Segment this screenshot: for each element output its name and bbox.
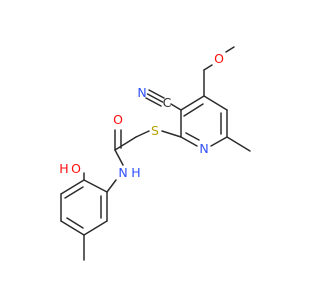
atom-hydroxyl-o: O [71, 161, 81, 176]
bond-o-ch3 [225, 46, 235, 53]
bond-n-aryl [106, 179, 117, 193]
bond-nitrile-triple-b [146, 93, 164, 103]
bond-ring-c3-c4 [180, 95, 205, 111]
bond-ring-n-c2 [180, 136, 198, 147]
bond-phenyl-c5-c6 [83, 220, 108, 236]
bond-nitrile-triple-c [145, 97, 162, 107]
bond-ch2-o [203, 64, 213, 71]
bond-phenyl-c1-c2 [83, 179, 108, 193]
bond-carbonyl-n [114, 149, 124, 166]
atom-nitrile-c: C [163, 95, 172, 110]
atom-carbonyl-o: O [113, 112, 123, 127]
bond-ring-c4-c5 [203, 95, 228, 111]
bonds [60, 46, 251, 261]
bond-ring-c6-n [210, 136, 228, 147]
bond-phenyl-c2-c3 [60, 179, 85, 195]
bond-ring-c3-c4-inner [183, 103, 204, 117]
background [0, 0, 300, 300]
bond-c2-s [161, 130, 182, 138]
bond-phenyl-c4-c5 [60, 220, 85, 236]
atom-amide-n: N [118, 165, 127, 180]
bond-c6-methyl [226, 136, 251, 152]
atom-hydroxyl-h: H [59, 161, 68, 176]
bond-nitrile-triple-a [148, 89, 165, 99]
atom-thioether-s: S [151, 123, 159, 138]
bond-s-ch2 [135, 130, 150, 138]
atom-methoxy-o: O [214, 51, 224, 66]
atom-labels: N C O S N O N H H O [59, 51, 224, 180]
atom-amide-h: H [131, 165, 140, 180]
bond-nitrile-c-ring [170, 103, 182, 111]
bond-phenyl-c4-c5-inner [66, 217, 84, 229]
bond-ch2-carbonyl [114, 136, 137, 151]
molecule-structure: N C O S N O N H H O [0, 0, 300, 300]
atom-nitrile-n: N [137, 85, 146, 100]
bond-ring-n-c2-inner [185, 132, 200, 141]
atom-ring-n: N [199, 141, 208, 156]
bond-phenyl-c2-c3-inner [64, 186, 84, 199]
